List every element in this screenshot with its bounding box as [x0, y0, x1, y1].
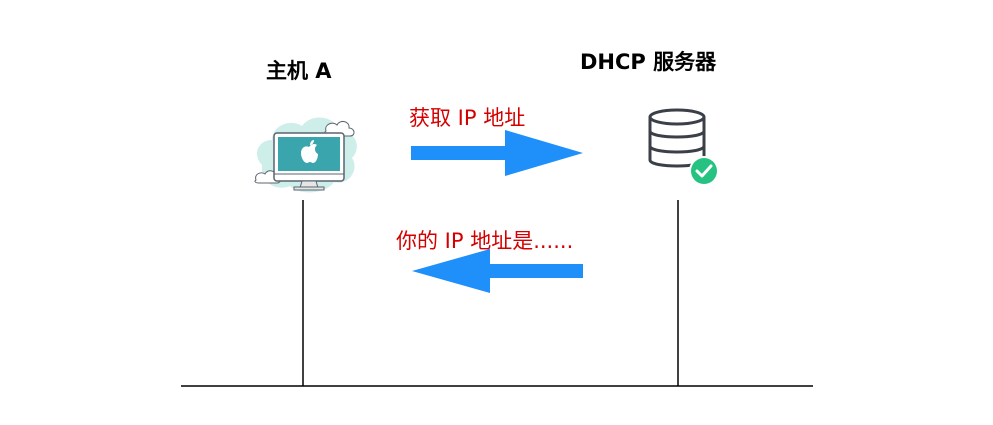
reply-arrow [412, 249, 583, 293]
host-label: 主机 A [266, 59, 332, 83]
server-label: DHCP 服务器 [580, 50, 717, 74]
database-server-icon [648, 108, 706, 168]
request-message-label: 获取 IP 地址 [409, 106, 526, 130]
imac-computer-icon [254, 117, 357, 193]
reply-message-label: 你的 IP 地址是...... [396, 229, 574, 253]
request-arrow [411, 130, 583, 176]
check-badge-icon [689, 156, 719, 186]
